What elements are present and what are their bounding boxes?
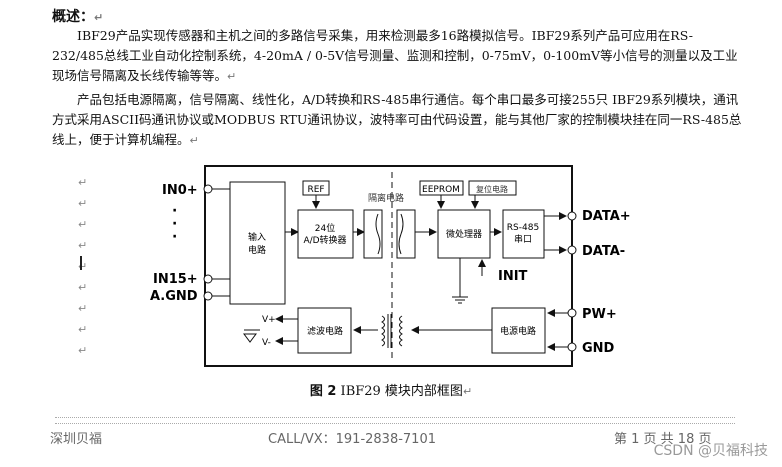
section-heading: 概述：↵: [52, 9, 104, 25]
isolation-block-left: [363, 209, 383, 259]
paragraph-mark: ↵: [78, 176, 88, 189]
paragraph-mark: ↵: [78, 281, 88, 294]
svg-text:电源电路: 电源电路: [500, 325, 536, 337]
ellipsis-dots: ·: [172, 203, 177, 219]
in0-label: IN0+: [162, 183, 198, 198]
svg-text:RS-485: RS-485: [507, 223, 539, 233]
terminal-agnd: [203, 291, 213, 301]
data-minus-label: DATA-: [582, 244, 625, 259]
reset-block: [468, 180, 517, 196]
paragraph-features: 产品包括电源隔离，信号隔离、线性化，A/D转换和RS-485串行通信。每个串口最…: [52, 92, 742, 147]
adc-block: [297, 209, 354, 259]
paragraph-mark: ↵: [78, 260, 88, 273]
paragraph-mark: ↵: [78, 218, 88, 231]
svg-text:输入: 输入: [248, 231, 266, 243]
paragraph-mark: ↵: [78, 323, 88, 336]
svg-text:复位电路: 复位电路: [476, 184, 508, 194]
mcu-block: [437, 209, 491, 259]
footer-page-number: 第 1 页 共 18 页: [614, 432, 712, 447]
gnd-label: GND: [582, 341, 615, 356]
terminal-data-plus: [567, 211, 577, 221]
svg-text:电路: 电路: [248, 244, 266, 256]
terminal-pw-plus: [567, 308, 577, 318]
terminal-data-minus: [567, 245, 577, 255]
transformer-secondary: [399, 315, 403, 347]
agnd-label: A.GND: [150, 289, 198, 304]
svg-text:微处理器: 微处理器: [446, 228, 482, 240]
init-label: INIT: [498, 269, 528, 284]
text-cursor: [80, 256, 82, 270]
figure-caption: 图 2 IBF29 模块内部框图↵: [309, 384, 473, 399]
svg-text:EEPROM: EEPROM: [422, 185, 460, 195]
svg-text:·: ·: [172, 229, 177, 245]
paragraph-mark: ↵: [78, 344, 88, 357]
svg-text:24位: 24位: [315, 222, 335, 234]
vplus-label: V+: [262, 315, 276, 325]
terminal-gnd: [567, 342, 577, 352]
svg-text:A/D转换器: A/D转换器: [303, 234, 346, 246]
filter-block: [297, 307, 352, 354]
paragraph-mark: ↵: [78, 239, 88, 252]
footer-company: 深圳贝福: [50, 432, 103, 447]
footer-contact: CALL/VX：191-2838-7101: [268, 432, 436, 447]
paragraph-marks-column: ↵ ↵ ↵ ↵ ↵ ↵ ↵ ↵ ↵: [78, 172, 92, 361]
svg-text:串口: 串口: [514, 234, 532, 245]
isolation-label: 隔离电路: [368, 192, 404, 204]
power-block: [491, 307, 546, 354]
in15-label: IN15+: [153, 272, 198, 287]
svg-text:滤波电路: 滤波电路: [307, 325, 343, 337]
paragraph-mark: ↵: [78, 302, 88, 315]
rs485-block: [502, 209, 545, 259]
footer-divider-top: [55, 417, 735, 418]
csdn-watermark: CSDN @贝福科技: [653, 443, 768, 459]
data-plus-label: DATA+: [582, 209, 631, 224]
pw-plus-label: PW+: [582, 307, 617, 322]
module-frame: [204, 165, 573, 367]
ground-symbol: [243, 333, 257, 343]
footer-divider-bottom: [55, 423, 735, 424]
paragraph-overview: IBF29产品实现传感器和主机之间的多路信号采集，用来检测最多16路模拟信号。I…: [52, 28, 738, 83]
svg-text:·: ·: [172, 216, 177, 232]
terminal-in0: [203, 184, 213, 194]
input-circuit-block: [229, 181, 286, 305]
terminal-in15: [203, 274, 213, 284]
isolation-block-right: [396, 209, 416, 259]
paragraph-mark: ↵: [78, 197, 88, 210]
svg-text:REF: REF: [307, 185, 324, 195]
vminus-label: V-: [262, 338, 271, 348]
transformer-primary: [381, 315, 385, 347]
